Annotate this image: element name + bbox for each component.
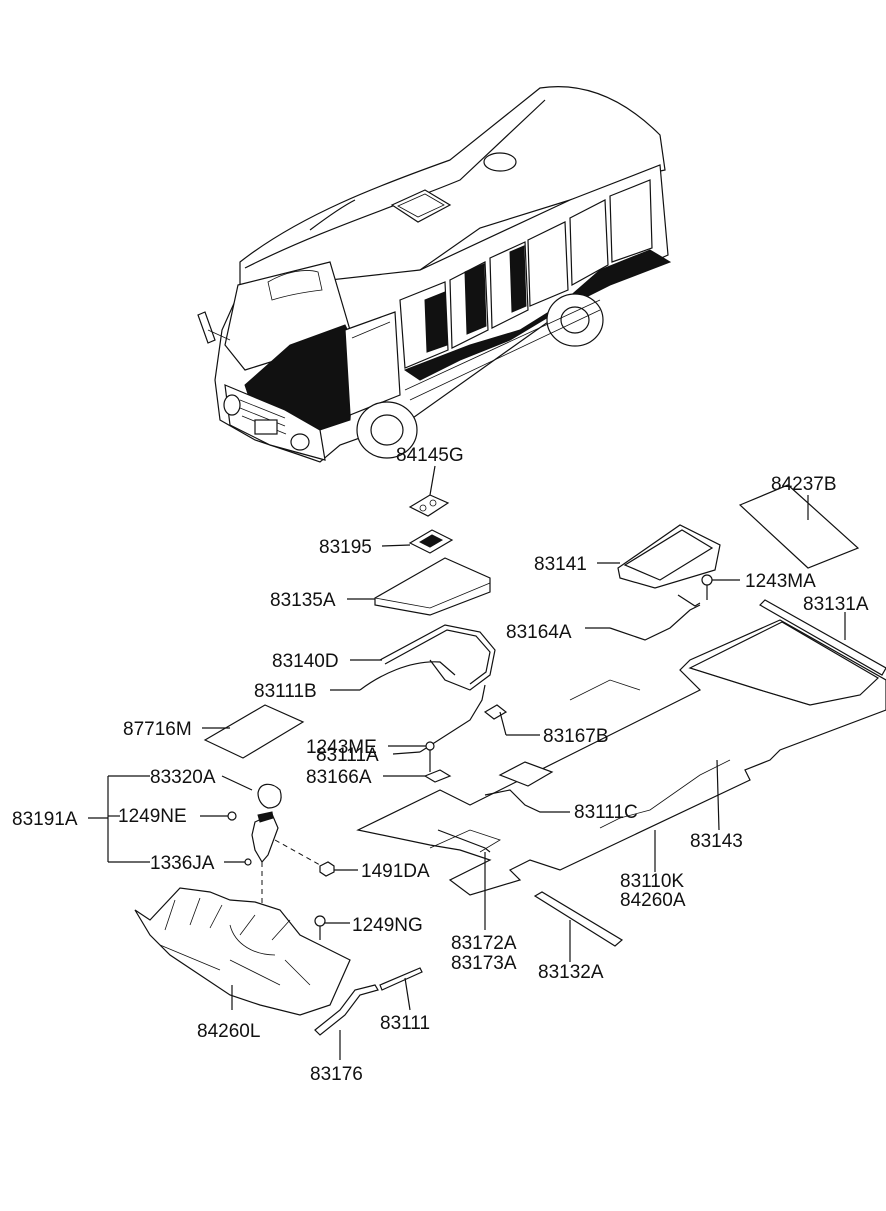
label-83166a: 83166A: [306, 767, 372, 788]
label-83135a: 83135A: [270, 590, 336, 611]
label-83320a: 83320A: [150, 767, 216, 788]
part-84237b-shape: [738, 484, 860, 569]
label-83164a: 83164A: [506, 622, 572, 643]
part-83111b-shape: [359, 661, 456, 691]
part-83111c-shape: [484, 789, 570, 813]
label-83111: 83111: [380, 1013, 430, 1034]
part-83132a-shape: [533, 891, 624, 947]
label-83132a: 83132A: [538, 962, 604, 983]
part-83135a-shape: [374, 557, 491, 616]
label-83172a: 83172A: [451, 933, 517, 954]
part-83164a-shape: [609, 604, 701, 641]
label-84260a: 84260A: [620, 890, 686, 911]
label-1249ng: 1249NG: [352, 915, 423, 936]
label-84260l: 84260L: [197, 1021, 260, 1042]
part-87716m-shape: [203, 704, 305, 759]
label-84237b: 84237B: [771, 474, 837, 495]
parts-drawings: [88, 465, 886, 1060]
label-83111c: 83111C: [574, 802, 638, 823]
label-83167b: 83167B: [543, 726, 609, 747]
label-1249ne: 1249NE: [118, 806, 187, 827]
label-84145g: 84145G: [396, 445, 464, 466]
label-83191a: 83191A: [12, 809, 78, 830]
part-84145g-shape: [408, 494, 450, 517]
label-1243ma: 1243MA: [745, 571, 816, 592]
label-83111b: 83111B: [254, 681, 317, 702]
label-83143: 83143: [690, 831, 743, 852]
label-83173a: 83173A: [451, 953, 517, 974]
part-83320a-shape: [257, 783, 282, 809]
part-83111-shape: [379, 967, 423, 991]
part-labels: 84145G 84237B 83195 83141 1243MA 83135A …: [12, 445, 869, 1085]
part-83131a-shape: [759, 599, 886, 676]
bus-illustration: [197, 86, 672, 463]
part-84260l-shape: [134, 887, 351, 1016]
part-83111a-shape: [419, 684, 486, 753]
label-83110k: 83110K: [620, 871, 684, 892]
part-83166a-shape: [423, 769, 452, 783]
label-83140d: 83140D: [272, 651, 339, 672]
label-1491da: 1491DA: [361, 861, 430, 882]
part-83176-shape: [314, 984, 379, 1036]
part-83167b-shape: [483, 704, 508, 720]
label-83131a: 83131A: [803, 594, 869, 615]
label-83111a: 83111A: [316, 745, 379, 766]
label-83195: 83195: [319, 537, 372, 558]
part-1491da-shape: [319, 861, 335, 877]
part-83110k-shape: [356, 619, 886, 896]
label-1243me: 1243ME: [306, 737, 377, 758]
part-83140d-shape: [379, 624, 496, 691]
label-1336ja: 1336JA: [150, 853, 215, 874]
label-83141: 83141: [534, 554, 587, 575]
label-83176: 83176: [310, 1064, 363, 1085]
label-87716m: 87716M: [123, 719, 192, 740]
part-83172a-shape: [437, 829, 491, 853]
